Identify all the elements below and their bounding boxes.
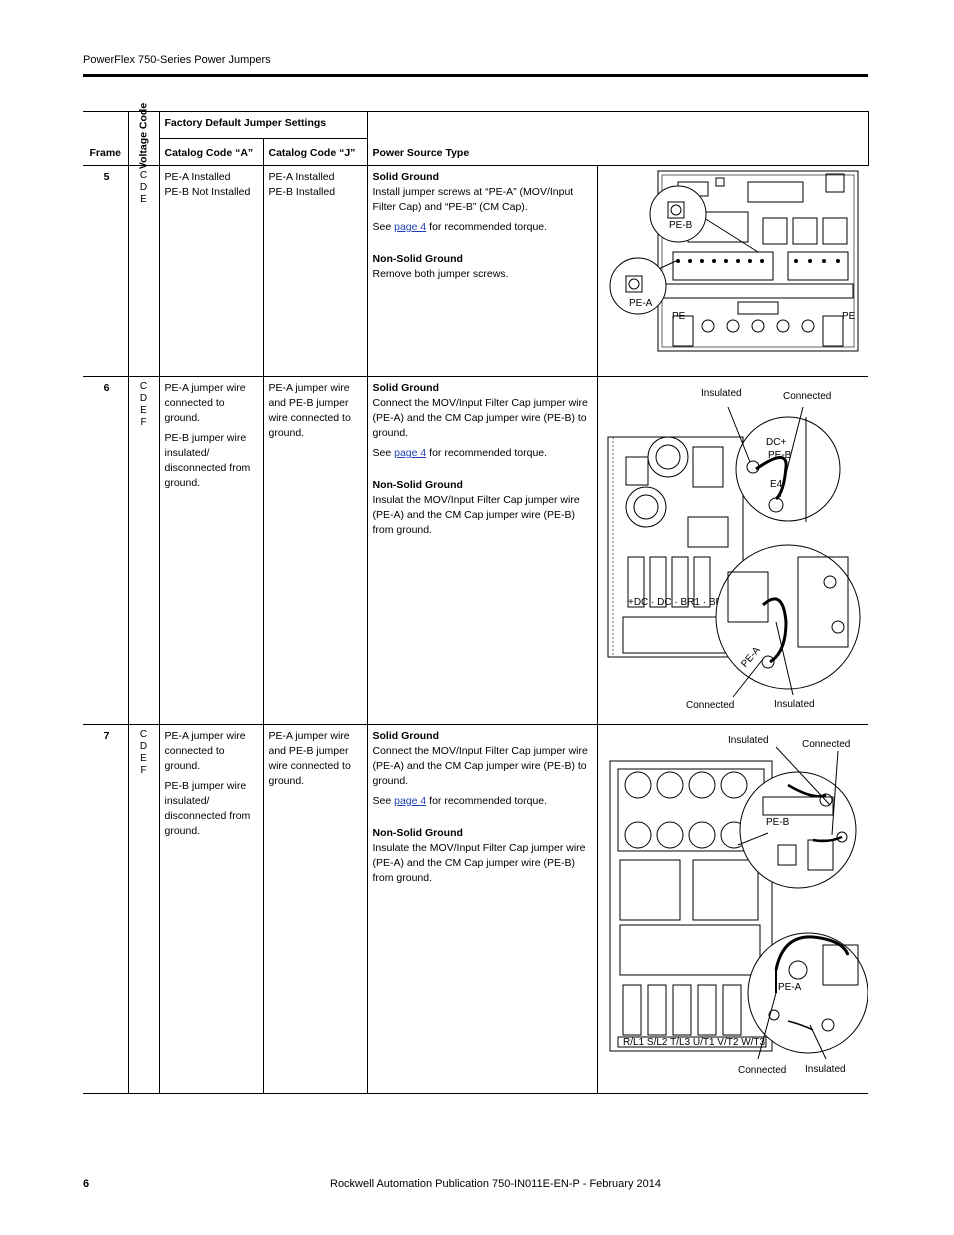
figure-label-pe-a: PE-A [629,298,653,309]
solid-ground-title: Solid Ground [372,171,440,183]
header-voltage-code: Voltage Code [127,103,160,169]
solid-ground-text: Install jumper screws at “PE-A” (MOV/Inp… [372,186,574,213]
frame-value: 6 [83,376,129,725]
non-solid-ground-text: Remove both jumper screws. [372,268,509,280]
power-source-description: Solid Ground Install jumper screws at “P… [366,165,598,377]
svg-text:R/L1 S/L2 T/L3 U/T1 V/T2 W/T: R/L1 S/L2 T/L3 U/T1 V/T2 W/T3 [623,1037,766,1048]
catalog-a-setting: PE-A jumper wire connected to ground.PE-… [158,724,264,1094]
header-power-source-type: Power Source Type [366,111,869,166]
figure-label-insulated-top: Insulated [728,735,769,746]
power-source-description: Solid Ground Connect the MOV/Input Filte… [366,376,598,725]
header-catalog-a: Catalog Code “A” [158,138,264,166]
jumper-settings-table: Frame Voltage Code Factory Default Jumpe… [83,103,869,1094]
header-catalog-j: Catalog Code “J” [262,138,368,166]
frame-7-figure: R/L1 S/L2 T/L3 U/T1 V/T2 W/T3 PE-B [596,724,869,1094]
figure-label-connected-top: Connected [802,739,850,750]
solid-ground-text: Connect the MOV/Input Filter Cap jumper … [372,397,588,439]
header-factory-default: Factory Default Jumper Settings [158,111,368,139]
torque-reference: See page 4 for recommended torque. [372,795,548,807]
frame-6-figure: +DC · DC · BR1 · BR2 DC+ PE-B E4 [596,376,869,725]
figure-label-pe-a: PE-A [778,982,802,993]
page-4-link[interactable]: page 4 [394,795,427,807]
non-solid-ground-text: Insulat the MOV/Input Filter Cap jumper … [372,494,580,536]
frame-6-drive-drawing: +DC · DC · BR1 · BR2 DC+ PE-B E4 [607,388,860,711]
header-rule [83,74,868,77]
non-solid-ground-title: Non-Solid Ground [372,253,463,265]
frame-5-figure: PE-B PE-A PE PE [596,165,869,377]
torque-reference: See page 4 for recommended torque. [372,447,548,459]
figure-label-pe-right: PE [842,311,856,322]
figure-label-insulated-bottom: Insulated [805,1064,846,1075]
catalog-a-setting: PE-A jumper wire connected to ground.PE-… [158,376,264,725]
svg-text:+DC · DC · BR1 · BR2: +DC · DC · BR1 · BR2 [628,597,729,608]
frame-value: 5 [83,165,129,377]
catalog-j-setting: PE-A jumper wire and PE-B jumper wire co… [262,724,368,1094]
figure-label-pe-b: PE-B [669,220,693,231]
frame-5-drive-drawing: PE-B PE-A PE PE [609,170,858,352]
page-4-link[interactable]: page 4 [394,447,427,459]
figure-label-insulated-bottom: Insulated [774,699,815,710]
torque-reference: See page 4 for recommended torque. [372,221,548,233]
solid-ground-title: Solid Ground [372,730,440,742]
figure-label-connected-top: Connected [783,391,831,402]
figure-label-connected-bottom: Connected [738,1065,786,1076]
non-solid-ground-text: Insulate the MOV/Input Filter Cap jumper… [372,842,586,884]
figure-label-pe-b: PE-B [766,817,790,828]
solid-ground-title: Solid Ground [372,382,440,394]
page-4-link[interactable]: page 4 [394,221,427,233]
catalog-j-setting: PE-A jumper wire and PE-B jumper wire co… [262,376,368,725]
figure-label-connected-bottom: Connected [686,700,734,711]
frame-7-drive-drawing: R/L1 S/L2 T/L3 U/T1 V/T2 W/T3 PE-B [609,735,868,1076]
solid-ground-text: Connect the MOV/Input Filter Cap jumper … [372,745,588,787]
figure-label-insulated-top: Insulated [701,388,742,399]
frame-value: 7 [83,724,129,1094]
figure-label-pe-left: PE [672,311,686,322]
figure-label-e4: E4 [770,479,783,490]
power-source-description: Solid Ground Connect the MOV/Input Filte… [366,724,598,1094]
figure-label-pe-b: PE-B [768,450,792,461]
running-header: PowerFlex 750-Series Power Jumpers [83,54,271,66]
non-solid-ground-title: Non-Solid Ground [372,827,463,839]
header-frame: Frame [83,111,129,166]
publication-footer: Rockwell Automation Publication 750-IN01… [330,1178,661,1190]
non-solid-ground-title: Non-Solid Ground [372,479,463,491]
figure-label-dc-plus: DC+ [766,437,786,448]
page-number: 6 [83,1178,90,1190]
